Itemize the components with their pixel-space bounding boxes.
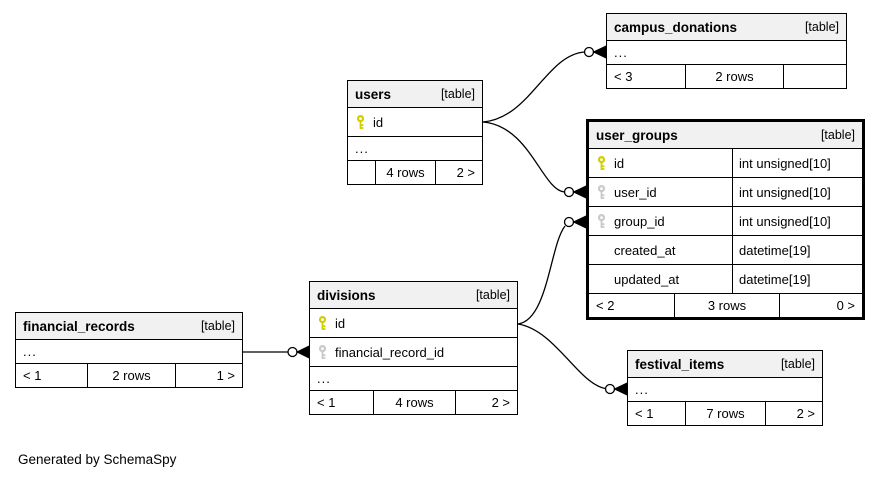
footer-row-count: 7 rows [686,402,766,425]
table-name[interactable]: campus_donations [614,19,738,35]
foreign-key-icon [596,184,607,200]
footer-children-count: 2 > [491,395,510,410]
footer-row-count: 2 rows [88,364,176,387]
primary-key-icon [317,315,328,331]
hidden-columns-row: ... [628,378,822,402]
footer-parents-count: < 1 [16,364,88,387]
column-type: datetime[19] [732,265,862,293]
hidden-columns-row: ... [348,137,482,161]
footer-children-count: 0 > [836,298,855,313]
column-row-financial_record_id[interactable]: financial_record_id [310,338,517,367]
table-campus_donations[interactable]: campus_donations [table] ... < 3 2 rows [606,13,847,89]
footer-row-count: 2 rows [686,65,784,88]
relationship-financial_records-divisions [243,345,310,359]
relationship-users-user_groups [482,121,587,199]
table-header[interactable]: campus_donations [table] [607,14,846,41]
column-name: id [614,155,625,171]
footer-row-count: 3 rows [675,294,780,317]
table-name[interactable]: user_groups [596,127,678,143]
generated-by-note: Generated by SchemaSpy [18,452,177,467]
table-footer: 4 rows 2 > [348,161,482,184]
column-row-id[interactable]: id [348,108,482,137]
table-type-tag: [table] [780,357,815,371]
column-type: int unsigned[10] [732,149,862,177]
column-type: int unsigned[10] [732,178,862,206]
table-type-tag: [table] [804,20,839,34]
relationship-divisions-festival_items [517,323,628,396]
relationship-users-campus_donations [482,45,607,123]
column-row-group_id[interactable]: group_id int unsigned[10] [589,207,862,236]
column-name: updated_at [614,271,680,287]
table-header[interactable]: festival_items [table] [628,351,822,378]
table-header[interactable]: financial_records [table] [16,313,242,340]
column-name: group_id [614,213,665,229]
table-name[interactable]: divisions [317,287,376,303]
hidden-columns-row: ... [607,41,846,65]
footer-parents-count: < 3 [607,65,686,88]
table-footer: < 1 2 rows 1 > [16,364,242,387]
footer-children-count [784,65,846,88]
footer-children-count: 1 > [216,368,235,383]
column-name: user_id [614,184,657,200]
table-financial_records[interactable]: financial_records [table] ... < 1 2 rows… [15,312,243,388]
table-header[interactable]: user_groups [table] [589,122,862,149]
footer-children-count: 2 > [456,165,475,180]
table-users[interactable]: users [table] id ... 4 rows 2 > [347,80,483,185]
table-footer: < 1 4 rows 2 > [310,391,517,414]
column-name: financial_record_id [335,344,445,360]
primary-key-icon [596,155,607,171]
table-divisions[interactable]: divisions [table] id financial_record_id… [309,281,518,415]
column-type: datetime[19] [732,236,862,264]
table-user_groups[interactable]: user_groups [table] id int unsigned[10] … [586,119,865,320]
column-name: created_at [614,242,676,258]
table-name[interactable]: festival_items [635,356,725,372]
footer-row-count: 4 rows [376,161,436,184]
column-row-id[interactable]: id [310,309,517,338]
column-row-updated_at[interactable]: updated_at datetime[19] [589,265,862,294]
table-header[interactable]: divisions [table] [310,282,517,309]
hidden-columns-row: ... [16,340,242,364]
footer-children-count: 2 > [796,406,815,421]
table-type-tag: [table] [200,319,235,333]
column-name: id [335,315,346,331]
footer-parents-count [348,161,376,184]
table-footer: < 3 2 rows [607,65,846,88]
table-type-tag: [table] [475,288,510,302]
primary-key-icon [355,114,366,130]
table-festival_items[interactable]: festival_items [table] ... < 1 7 rows 2 … [627,350,823,426]
table-type-tag: [table] [440,87,475,101]
column-name: id [373,114,384,130]
footer-parents-count: < 1 [628,402,686,425]
foreign-key-icon [596,213,607,229]
relationship-divisions-user_groups [517,215,587,325]
column-row-user_id[interactable]: user_id int unsigned[10] [589,178,862,207]
table-type-tag: [table] [820,128,855,142]
table-footer: < 1 7 rows 2 > [628,402,822,425]
hidden-columns-row: ... [310,367,517,391]
column-row-created_at[interactable]: created_at datetime[19] [589,236,862,265]
table-name[interactable]: users [355,86,392,102]
table-footer: < 2 3 rows 0 > [589,294,862,317]
footer-row-count: 4 rows [374,391,456,414]
column-type: int unsigned[10] [732,207,862,235]
column-row-id[interactable]: id int unsigned[10] [589,149,862,178]
foreign-key-icon [317,344,328,360]
footer-parents-count: < 1 [310,391,374,414]
footer-parents-count: < 2 [589,294,675,317]
table-name[interactable]: financial_records [23,318,135,334]
table-header[interactable]: users [table] [348,81,482,108]
